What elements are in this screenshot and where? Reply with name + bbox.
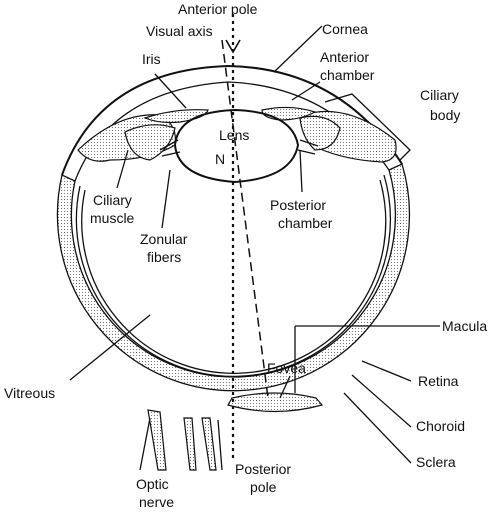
label-choroid: Choroid [416,418,465,434]
label-ciliary-body-1: Ciliary [420,87,459,103]
label-vitreous: Vitreous [4,385,55,401]
label-posterior-pole-2: pole [250,479,277,495]
macula-bump [227,392,324,413]
optic-nerve [139,409,223,471]
label-macula: Macula [442,318,487,334]
label-anterior-pole: Anterior pole [178,1,258,17]
label-nodal-point: N [215,151,225,167]
label-optic-nerve-2: nerve [139,494,174,510]
cornea-outer [61,64,403,176]
label-iris: Iris [142,51,161,67]
label-posterior-chamber-1: Posterior [270,197,326,213]
anterior-pole-arrow [225,39,241,54]
label-sclera: Sclera [416,454,456,470]
label-cornea: Cornea [322,21,368,37]
label-zonular-fibers-1: Zonular [140,231,188,247]
lens [173,108,300,184]
label-posterior-chamber-2: chamber [278,215,333,231]
label-zonular-fibers-2: fibers [147,249,181,265]
visual-axis-line [221,39,269,399]
label-posterior-pole-1: Posterior [235,461,291,477]
label-visual-axis: Visual axis [146,23,213,39]
label-ciliary-body-2: body [430,107,460,123]
label-ciliary-muscle-2: muscle [90,210,135,226]
label-anterior-chamber-2: chamber [320,67,375,83]
zonular-fibers [159,139,319,157]
label-fovea: Fovea [267,360,306,376]
label-lens: Lens [219,127,249,143]
sclera-layer [56,163,411,392]
label-optic-nerve-1: Optic [136,476,169,492]
ciliary-muscle-right [299,115,341,151]
label-ciliary-muscle-1: Ciliary [93,192,132,208]
choroid-line [75,174,392,378]
label-anterior-chamber-1: Anterior [320,49,369,65]
ciliary-body-outline [324,93,411,161]
label-retina: Retina [418,373,459,389]
retina-line [81,179,387,374]
leader-lines [69,25,440,464]
